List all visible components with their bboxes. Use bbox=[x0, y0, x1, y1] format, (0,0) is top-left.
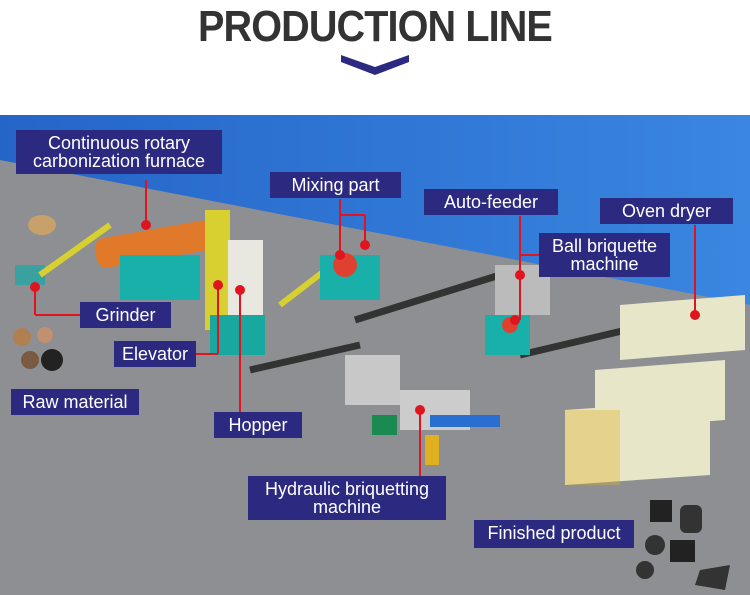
label-line: Ball briquette bbox=[551, 236, 658, 256]
label-finished-product: Finished product bbox=[474, 520, 634, 548]
finished-product-pile bbox=[636, 500, 730, 590]
label-line: Continuous rotary bbox=[47, 133, 191, 153]
label-line: carbonization furnace bbox=[32, 151, 206, 171]
label-line: Hydraulic briquetting bbox=[264, 479, 430, 499]
label-auto-feeder: Auto-feeder bbox=[424, 189, 558, 215]
furnace-machine bbox=[15, 215, 216, 300]
label-line: machine bbox=[312, 497, 382, 517]
oven-dryers bbox=[565, 295, 745, 485]
label-mixing: Mixing part bbox=[270, 172, 401, 198]
label-raw-material: Raw material bbox=[11, 389, 139, 415]
label-oven-dryer: Oven dryer bbox=[600, 198, 733, 224]
conveyor-2 bbox=[249, 341, 361, 374]
pointer-lines bbox=[30, 180, 700, 476]
hydraulic-machine bbox=[345, 355, 500, 465]
page-title: PRODUCTION LINE bbox=[198, 2, 553, 51]
label-hopper: Hopper bbox=[214, 412, 302, 438]
label-elevator: Elevator bbox=[114, 341, 196, 367]
chevron-down-icon bbox=[341, 55, 409, 75]
raw-material-pile bbox=[13, 327, 63, 371]
conveyor-1 bbox=[353, 271, 502, 324]
label-grinder: Grinder bbox=[80, 302, 171, 328]
label-line: machine bbox=[570, 254, 639, 274]
elevator-machine bbox=[205, 210, 265, 355]
